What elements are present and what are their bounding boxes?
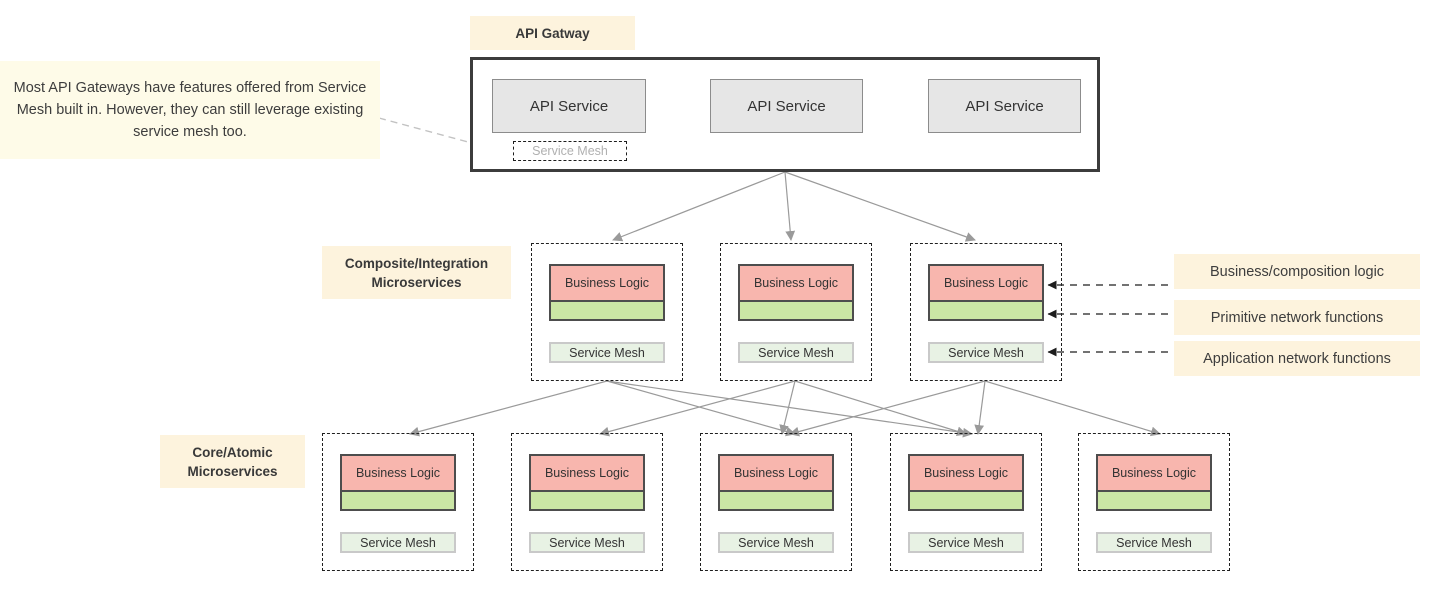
api-service-label-3: API Service: [965, 97, 1044, 115]
core-pod-1-service-mesh[interactable]: Service Mesh: [340, 532, 456, 553]
api-service-box-3[interactable]: API Service: [928, 79, 1081, 133]
core-pod-5-business-logic: Business Logic: [1098, 456, 1210, 492]
legend-label-3: Application network functions: [1203, 350, 1391, 367]
gateway-service-mesh-box[interactable]: Service Mesh: [513, 141, 627, 161]
composite-pod-1-stack: Business Logic: [549, 264, 665, 321]
api-service-box-1[interactable]: API Service: [492, 79, 646, 133]
composite-pod-2: [720, 243, 872, 381]
core-tier-label: Core/Atomic Microservices: [160, 435, 305, 488]
api-service-label-1: API Service: [529, 97, 609, 115]
legend-primitive-network-functions: Primitive network functions: [1174, 300, 1420, 335]
api-service-box-2[interactable]: API Service: [710, 79, 863, 133]
composite-to-core-arrows: [409, 380, 1161, 438]
composite-pod-1: [531, 243, 683, 381]
core-pod-1-business-logic-label: Business Logic: [355, 466, 441, 480]
gateway-to-composite-arrows: [612, 171, 976, 242]
core-pod-4-network-functions: [910, 492, 1022, 509]
gateway-service-mesh-label: Service Mesh: [532, 144, 608, 158]
core-pod-5-service-mesh-label: Service Mesh: [1116, 535, 1192, 550]
composite-pod-3-business-logic: Business Logic: [930, 266, 1042, 302]
core-tier-label-text: Core/Atomic Microservices: [187, 444, 278, 479]
core-pod-4-business-logic-label: Business Logic: [923, 466, 1009, 480]
core-pod-3-service-mesh-label: Service Mesh: [738, 535, 814, 550]
core-pod-2-service-mesh-label: Service Mesh: [549, 535, 625, 550]
core-pod-1: [322, 433, 474, 571]
composite-pod-2-network-functions: [740, 302, 852, 319]
core-pod-2-business-logic-label: Business Logic: [544, 466, 630, 480]
composite-pod-1-business-logic: Business Logic: [551, 266, 663, 302]
composite-pod-3-network-functions: [930, 302, 1042, 319]
core-pod-4-business-logic: Business Logic: [910, 456, 1022, 492]
composite-pod-2-service-mesh-label: Service Mesh: [758, 345, 834, 360]
core-pod-5-service-mesh[interactable]: Service Mesh: [1096, 532, 1212, 553]
composite-pod-1-service-mesh[interactable]: Service Mesh: [549, 342, 665, 363]
core-pod-4-stack: Business Logic: [908, 454, 1024, 511]
core-pod-3-stack: Business Logic: [718, 454, 834, 511]
core-pod-3-network-functions: [720, 492, 832, 509]
api-service-label-2: API Service: [747, 97, 826, 115]
composite-tier-label-text: Composite/Integration Microservices: [344, 255, 489, 290]
core-pod-3-business-logic-label: Business Logic: [733, 466, 819, 480]
core-pod-2-service-mesh[interactable]: Service Mesh: [529, 532, 645, 553]
core-pod-3-service-mesh[interactable]: Service Mesh: [718, 532, 834, 553]
composite-pod-1-network-functions: [551, 302, 663, 319]
api-gateway-label-text: API Gatway: [515, 25, 590, 41]
core-pod-2-business-logic: Business Logic: [531, 456, 643, 492]
composite-pod-3-service-mesh[interactable]: Service Mesh: [928, 342, 1044, 363]
composite-pod-1-service-mesh-label: Service Mesh: [569, 345, 645, 360]
legend-business-composition-logic: Business/composition logic: [1174, 254, 1420, 289]
legend-connectors: [1047, 280, 1168, 357]
composite-pod-3-service-mesh-label: Service Mesh: [948, 345, 1024, 360]
gateway-note-text: Most API Gateways have features offered …: [13, 80, 367, 140]
composite-pod-3-business-logic-label: Business Logic: [943, 276, 1029, 290]
composite-pod-2-business-logic-label: Business Logic: [753, 276, 839, 290]
composite-pod-1-business-logic-label: Business Logic: [564, 276, 650, 290]
composite-pod-2-service-mesh[interactable]: Service Mesh: [738, 342, 854, 363]
core-pod-1-business-logic: Business Logic: [342, 456, 454, 492]
core-pod-2: [511, 433, 663, 571]
api-gateway-label: API Gatway: [470, 16, 635, 50]
core-pod-3-business-logic: Business Logic: [720, 456, 832, 492]
core-pod-5-network-functions: [1098, 492, 1210, 509]
core-pod-1-network-functions: [342, 492, 454, 509]
core-pod-4-service-mesh[interactable]: Service Mesh: [908, 532, 1024, 553]
composite-pod-2-stack: Business Logic: [738, 264, 854, 321]
composite-pod-2-business-logic: Business Logic: [740, 266, 852, 302]
core-pod-1-stack: Business Logic: [340, 454, 456, 511]
legend-application-network-functions: Application network functions: [1174, 341, 1420, 376]
core-pod-2-stack: Business Logic: [529, 454, 645, 511]
core-pod-3: [700, 433, 852, 571]
gateway-note: Most API Gateways have features offered …: [0, 61, 380, 159]
legend-label-2: Primitive network functions: [1210, 309, 1384, 326]
legend-label-1: Business/composition logic: [1209, 263, 1385, 280]
core-pod-5: [1078, 433, 1230, 571]
core-pod-4: [890, 433, 1042, 571]
composite-tier-label: Composite/Integration Microservices: [322, 246, 511, 299]
composite-pod-3-stack: Business Logic: [928, 264, 1044, 321]
core-pod-5-business-logic-label: Business Logic: [1111, 466, 1197, 480]
core-pod-2-network-functions: [531, 492, 643, 509]
core-pod-1-service-mesh-label: Service Mesh: [360, 535, 436, 550]
composite-pod-3: [910, 243, 1062, 381]
core-pod-4-service-mesh-label: Service Mesh: [928, 535, 1004, 550]
core-pod-5-stack: Business Logic: [1096, 454, 1212, 511]
